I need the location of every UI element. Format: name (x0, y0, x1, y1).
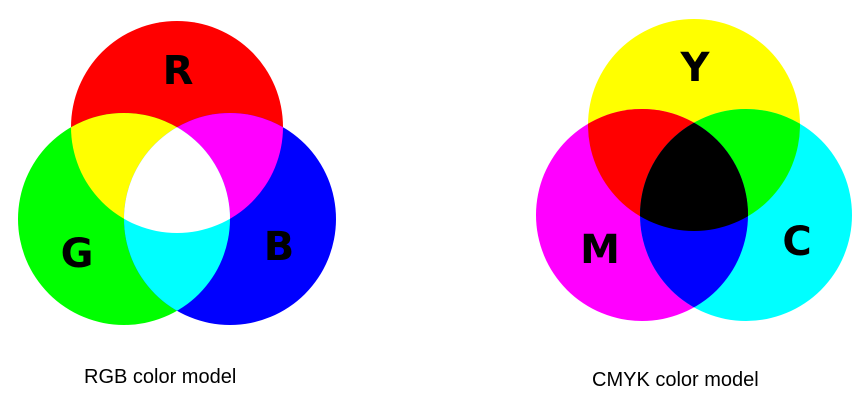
cyan-label: C (782, 219, 811, 265)
rgb-center-overlap (124, 113, 230, 233)
red-label: R (163, 48, 194, 94)
cmyk-caption: CMYK color model (592, 369, 759, 391)
green-label: G (61, 231, 94, 277)
cmyk-center-overlap (640, 109, 748, 231)
cmyk-model: Y M C (536, 19, 852, 321)
blue-label: B (264, 224, 295, 270)
rgb-caption: RGB color model (84, 366, 237, 388)
yellow-label: Y (680, 45, 711, 91)
magenta-label: M (580, 227, 620, 273)
rgb-model: R G B (18, 21, 336, 325)
